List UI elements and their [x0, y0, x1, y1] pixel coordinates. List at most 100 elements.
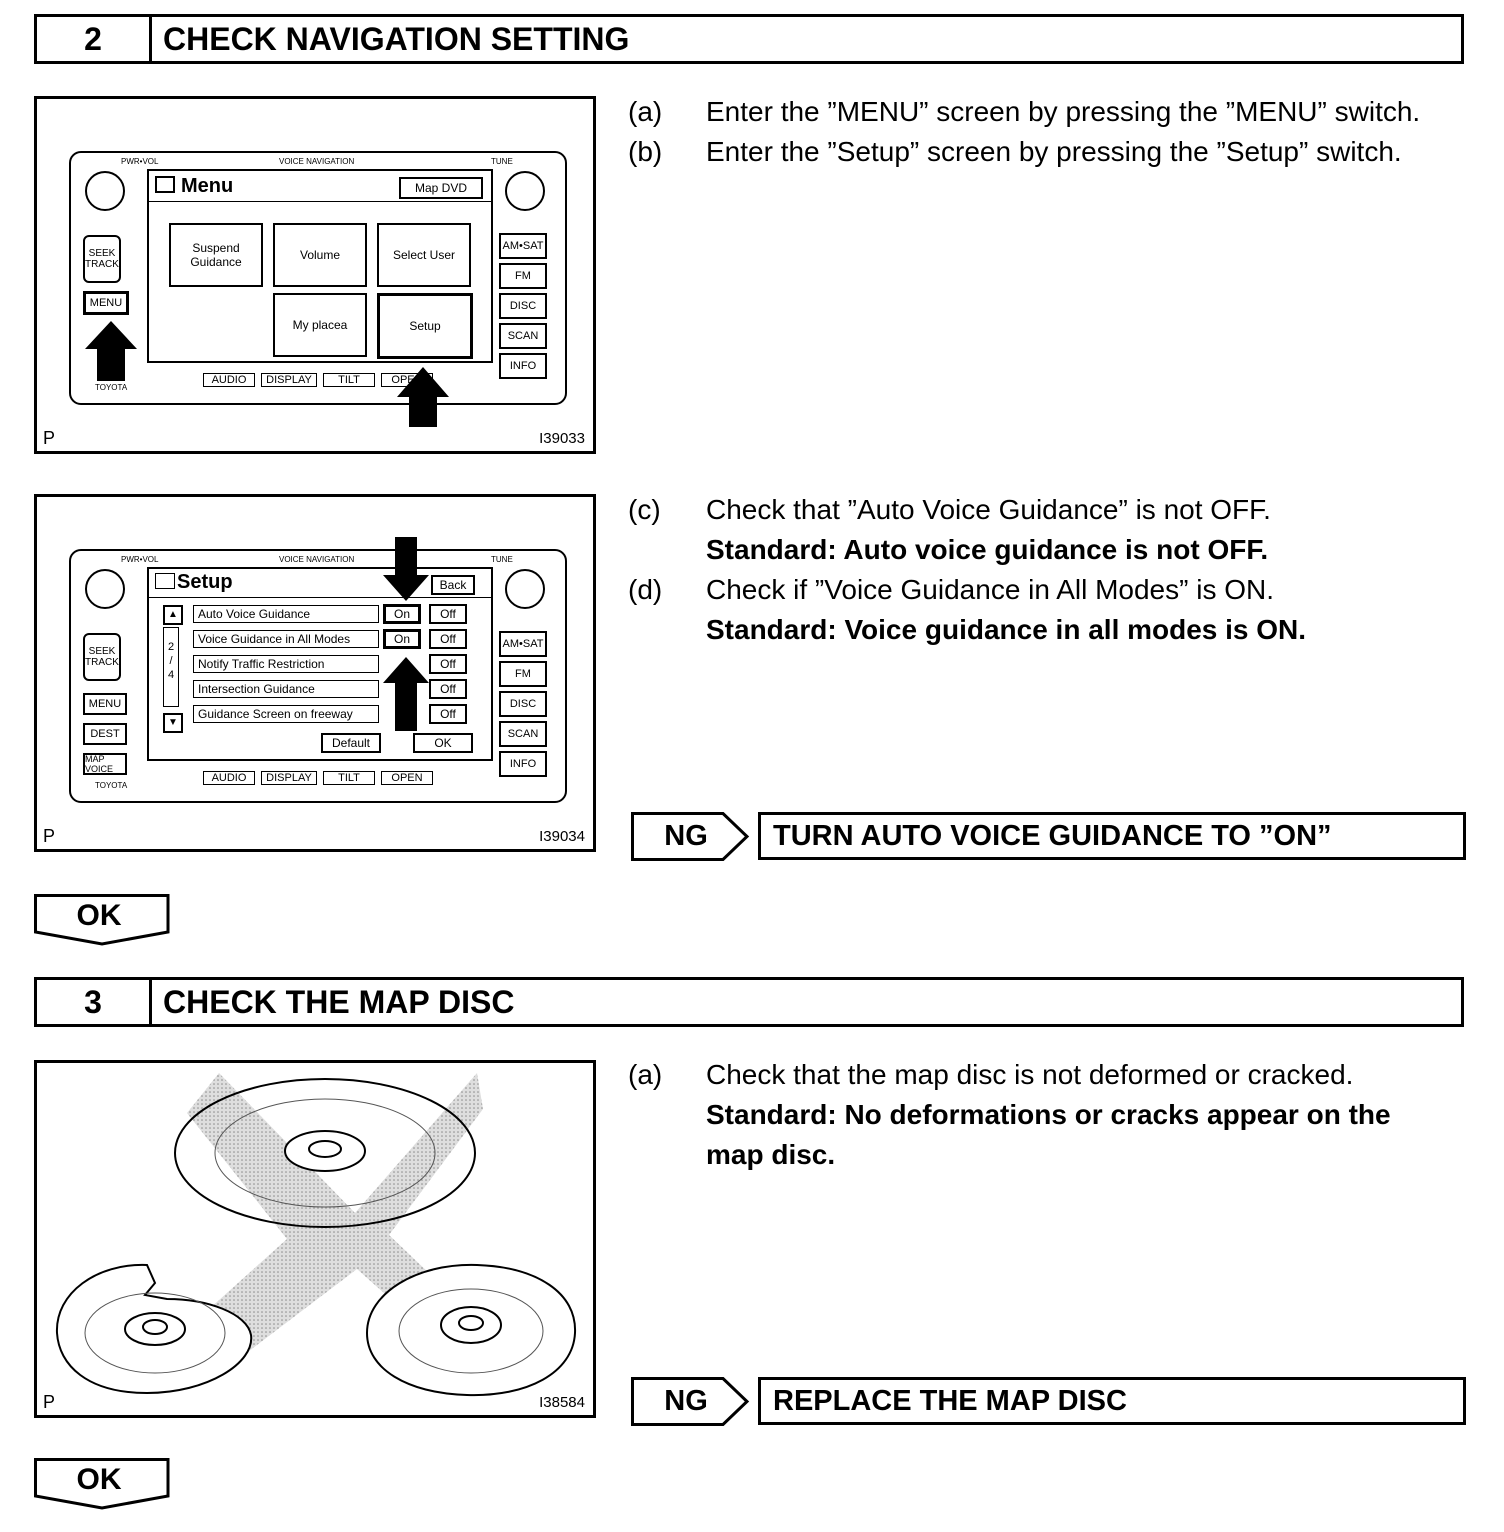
all-modes-on: On — [383, 629, 421, 649]
ng-result: TURN AUTO VOICE GUIDANCE TO ”ON” — [758, 812, 1466, 860]
disc-button: DISC — [499, 293, 547, 319]
section-title: CHECK NAVIGATION SETTING — [163, 20, 630, 57]
section-3-header: 3 CHECK THE MAP DISC — [34, 977, 1464, 1027]
ng-indicator: NG — [631, 1377, 750, 1426]
select-user-button: Select User — [377, 223, 471, 287]
p-label: P — [43, 1392, 56, 1412]
row-auto-voice-guidance: Auto Voice Guidance — [193, 605, 379, 623]
menu-icon — [155, 176, 175, 193]
tune-label: TUNE — [491, 157, 513, 166]
ng-arrow-shape — [631, 1377, 750, 1426]
disc-button: DISC — [499, 691, 547, 717]
am-sat-button: AM•SAT — [499, 233, 547, 259]
ok-arrow-shape — [34, 1458, 170, 1510]
open-button: OPEN — [381, 771, 433, 785]
info-button: INFO — [499, 751, 547, 777]
figure-setup-screen: PWR•VOL VOICE NAVIGATION TUNE SEEK TRACK… — [34, 494, 596, 852]
arrow-up-icon — [85, 321, 137, 381]
ng-indicator: NG — [631, 812, 750, 861]
seek-track-button: SEEK TRACK — [83, 235, 121, 283]
tune-knob — [505, 569, 545, 609]
screen-title: Setup — [155, 571, 233, 594]
arrow-up-icon — [397, 367, 449, 427]
figure-code: I38584 — [539, 1394, 585, 1411]
tilt-button: TILT — [323, 373, 375, 387]
pointer-arrows — [383, 537, 429, 731]
volume-knob — [85, 171, 125, 211]
ok-indicator: OK — [34, 1458, 172, 1510]
am-sat-button: AM•SAT — [499, 631, 547, 657]
volume-button: Volume — [273, 223, 367, 287]
scan-button: SCAN — [499, 323, 547, 349]
step-c: (c) Check that ”Auto Voice Guidance” is … — [628, 494, 1271, 525]
damaged-disc-illustration — [55, 1073, 577, 1397]
ok-indicator: OK — [34, 894, 172, 946]
brand-label: TOYOTA — [95, 383, 128, 392]
default-button: Default — [321, 733, 381, 753]
brand-label: TOYOTA — [95, 781, 128, 790]
info-button: INFO — [499, 353, 547, 379]
map-voice-button: MAP VOICE — [83, 753, 127, 775]
setup-button: Setup — [377, 293, 473, 359]
dest-button: DEST — [83, 723, 127, 745]
ng-arrow-shape — [631, 812, 750, 861]
step-d: (d) Check if ”Voice Guidance in All Mode… — [628, 574, 1275, 605]
audio-button: AUDIO — [203, 771, 255, 785]
step-a: (a) Enter the ”MENU” screen by pressing … — [628, 96, 1421, 127]
back-button: Back — [431, 575, 475, 595]
row-intersection-guidance: Intersection Guidance — [193, 680, 379, 698]
ng-result: REPLACE THE MAP DISC — [758, 1377, 1466, 1425]
pointer-arrows — [85, 321, 449, 427]
display-button: DISPLAY — [261, 373, 317, 387]
ng-label: NG — [664, 1385, 708, 1417]
row-voice-guidance-all-modes: Voice Guidance in All Modes — [193, 630, 379, 648]
suspend-guidance-button: Suspend Guidance — [169, 223, 263, 287]
section-number: 2 — [37, 17, 152, 61]
audio-button: AUDIO — [203, 373, 255, 387]
all-modes-off: Off — [429, 629, 467, 649]
fm-button: FM — [499, 263, 547, 289]
volume-knob — [85, 569, 125, 609]
setup-screen: Setup Back ▲ 2 / 4 ▼ Auto Voice Guidance… — [147, 567, 493, 761]
section-number: 3 — [37, 980, 152, 1024]
arrow-up-icon — [383, 657, 429, 731]
my-places-button: My placea — [273, 293, 367, 357]
voice-nav-label: VOICE NAVIGATION — [279, 157, 355, 166]
menu-button: MENU — [83, 291, 129, 315]
display-button: DISPLAY — [261, 771, 317, 785]
ok-arrow-shape — [34, 894, 170, 946]
menu-screen: Menu Map DVD Suspend Guidance Volume Sel… — [147, 169, 493, 363]
figure-map-disc: P I38584 — [34, 1060, 596, 1418]
section-title: CHECK THE MAP DISC — [163, 983, 515, 1020]
setup-icon — [155, 573, 175, 589]
tilt-button: TILT — [323, 771, 375, 785]
scan-button: SCAN — [499, 721, 547, 747]
freeway-off: Off — [429, 704, 467, 724]
head-unit: PWR•VOL VOICE NAVIGATION TUNE SEEK TRACK… — [69, 549, 567, 803]
p-label: P — [43, 428, 56, 448]
row-notify-traffic: Notify Traffic Restriction — [193, 655, 379, 673]
figure-code: I39033 — [539, 430, 585, 447]
standard-a-cont: map disc. — [706, 1139, 836, 1170]
traffic-off: Off — [429, 654, 467, 674]
figure-code: I39034 — [539, 828, 585, 845]
intersection-off: Off — [429, 679, 467, 699]
fm-button: FM — [499, 661, 547, 687]
auto-voice-on: On — [383, 604, 421, 624]
ok-label: OK — [76, 899, 122, 932]
p-label: P — [43, 826, 56, 846]
tune-knob — [505, 171, 545, 211]
deformed-disc-icon — [365, 1263, 577, 1397]
menu-button: MENU — [83, 693, 127, 715]
ng-label: NG — [664, 820, 708, 852]
auto-voice-off: Off — [429, 604, 467, 624]
pwr-vol-label: PWR•VOL — [121, 157, 159, 166]
standard-c: Standard: Auto voice guidance is not OFF… — [706, 534, 1269, 565]
standard-a: Standard: No deformations or cracks appe… — [706, 1099, 1391, 1130]
cracked-disc-icon — [55, 1263, 253, 1395]
page-indicator: 2 / 4 — [163, 627, 179, 707]
ok-button: OK — [413, 733, 473, 753]
arrow-down-icon — [383, 537, 429, 601]
row-guidance-freeway: Guidance Screen on freeway — [193, 705, 379, 723]
step-b: (b) Enter the ”Setup” screen by pressing… — [628, 136, 1402, 167]
